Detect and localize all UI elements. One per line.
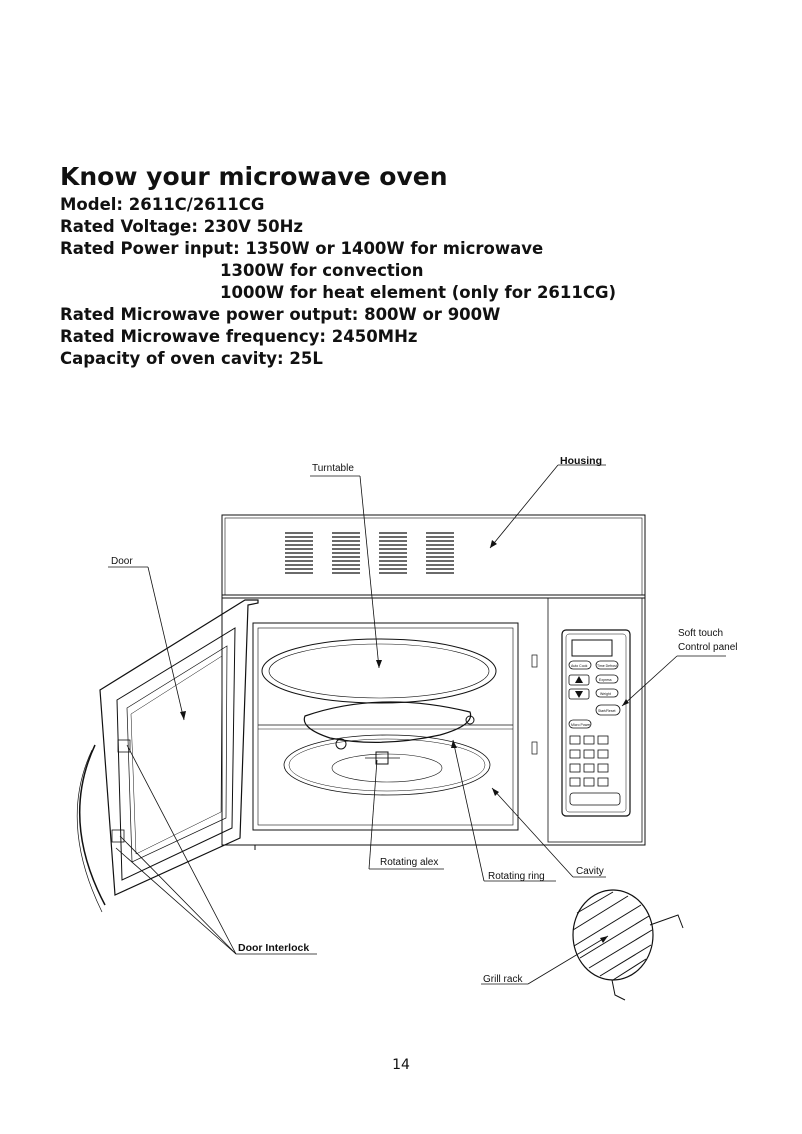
panel-button-label: Time Defrost: [597, 664, 617, 668]
spec-power-input: Rated Power input: 1350W or 1400W for mi…: [60, 239, 544, 258]
label-door-interlock: Door Interlock: [238, 942, 309, 954]
vent-slots: [285, 532, 455, 574]
spec-microwave-output: Rated Microwave power output: 800W or 90…: [60, 305, 501, 324]
page-heading: Know your microwave oven: [60, 162, 448, 191]
microwave-housing: [221, 514, 646, 850]
label-control-panel-line1: Soft touch: [678, 628, 723, 639]
cavity-floor: [283, 734, 491, 796]
arrowheads: [180, 540, 629, 943]
spec-capacity: Capacity of oven cavity: 25L: [60, 349, 323, 368]
spec-voltage: Rated Voltage: 230V 50Hz: [60, 217, 304, 236]
panel-button-label: Auto Cook: [571, 664, 588, 668]
panel-button-label: Start/Reset: [598, 709, 616, 713]
panel-button-label: Micro Power: [571, 723, 591, 727]
rotating-ring: [303, 701, 475, 750]
spec-power-convection: 1300W for convection: [220, 261, 424, 280]
spec-list: Model: 2611C/2611CG Rated Voltage: 230V …: [60, 194, 616, 370]
turntable-plate: [261, 638, 497, 704]
label-control-panel-line2: Control panel: [678, 642, 737, 653]
panel-button-label: Express: [599, 678, 612, 682]
rotating-axle: [365, 751, 400, 765]
spec-power-heat: 1000W for heat element (only for 2611CG): [220, 283, 617, 302]
label-turntable: Turntable: [312, 463, 354, 474]
grill-rack: [572, 889, 684, 1001]
microwave-diagram: Auto Cook Time Defrost Express Weight St…: [76, 455, 737, 1001]
label-rotating-axle: Rotating alex: [380, 857, 438, 868]
leader-lines: [108, 464, 726, 985]
oven-cavity: [252, 622, 538, 831]
label-rotating-ring: Rotating ring: [488, 871, 545, 882]
control-panel: Auto Cook Time Defrost Express Weight St…: [561, 629, 631, 817]
spec-microwave-frequency: Rated Microwave frequency: 2450MHz: [60, 327, 418, 346]
label-door: Door: [111, 556, 133, 567]
label-cavity: Cavity: [576, 866, 604, 877]
label-grill-rack: Grill rack: [483, 974, 523, 985]
page-number: 14: [392, 1057, 410, 1073]
spec-model: Model: 2611C/2611CG: [60, 195, 265, 214]
oven-door: [76, 599, 259, 913]
label-housing: Housing: [560, 455, 602, 467]
panel-button-label: Weight: [600, 692, 611, 696]
